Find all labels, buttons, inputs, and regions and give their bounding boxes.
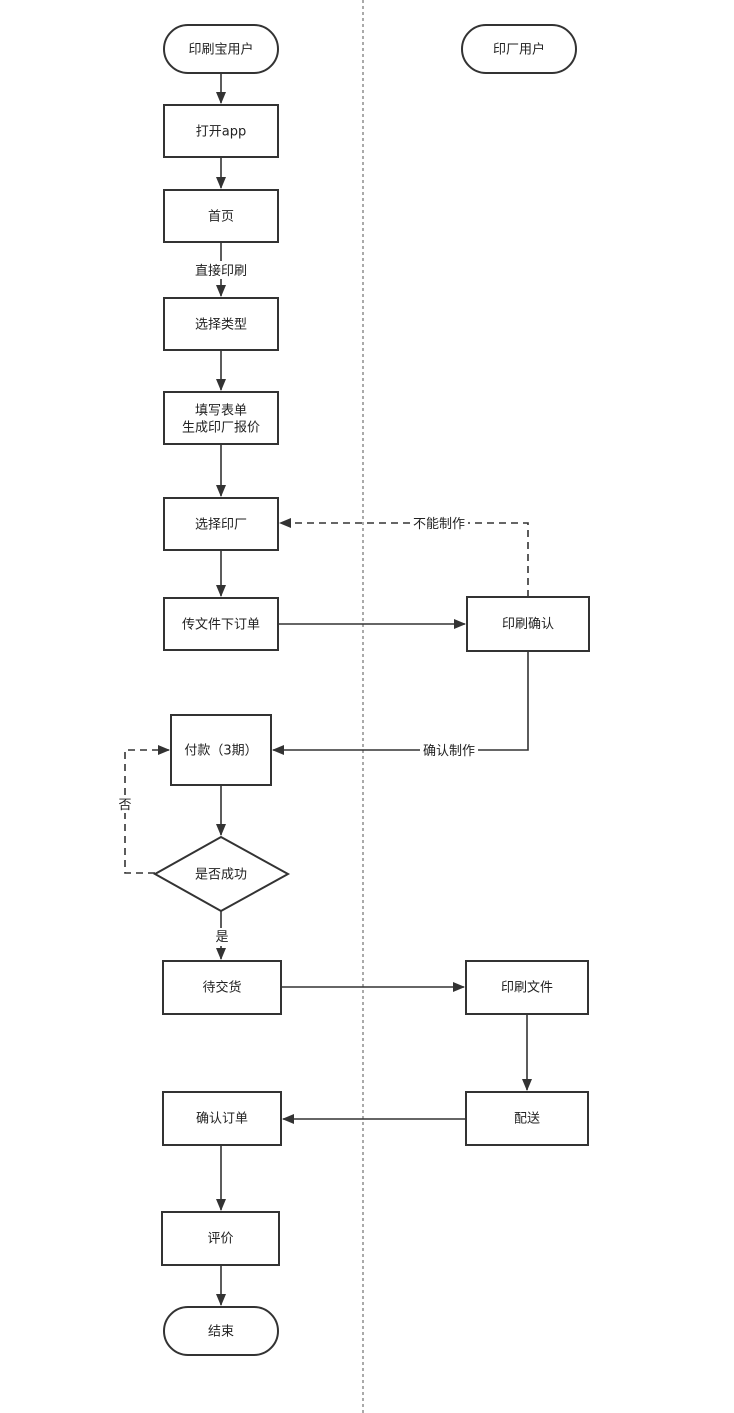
edge-label-direct-print-text: 直接印刷 bbox=[195, 263, 247, 279]
node-review-label: 评价 bbox=[207, 1232, 233, 1247]
edge-label-confirm-make: 确认制作 bbox=[420, 741, 478, 759]
edge-success-check-no-to-payment bbox=[124, 745, 170, 874]
edge-label-cannot-make-text: 不能制作 bbox=[413, 517, 465, 532]
node-print-confirm: 印刷确认 bbox=[466, 596, 590, 652]
edge-label-confirm-make-text: 确认制作 bbox=[423, 744, 475, 759]
node-confirm-order: 确认订单 bbox=[162, 1091, 282, 1146]
lane-header-right-label: 印厂用户 bbox=[493, 42, 545, 58]
node-delivery: 配送 bbox=[465, 1091, 589, 1146]
node-home-label: 首页 bbox=[208, 210, 234, 225]
lane-header-left: 印刷宝用户 bbox=[163, 24, 279, 74]
node-open-app-label: 打开app bbox=[196, 125, 246, 140]
node-choose-factory-label: 选择印厂 bbox=[195, 518, 247, 533]
node-end-label: 结束 bbox=[208, 1325, 234, 1340]
node-payment-label: 付款（3期） bbox=[184, 744, 257, 759]
node-payment: 付款（3期） bbox=[170, 714, 272, 786]
node-await-delivery-label: 待交货 bbox=[202, 980, 241, 996]
node-fill-form-label-line2: 生成印厂报价 bbox=[182, 421, 260, 436]
node-review: 评价 bbox=[161, 1211, 280, 1266]
node-upload-order: 传文件下订单 bbox=[163, 597, 279, 651]
edge-label-no-text: 否 bbox=[118, 798, 131, 813]
edge-print-confirm-to-payment bbox=[272, 651, 529, 755]
node-print-file: 印刷文件 bbox=[465, 960, 589, 1015]
node-await-delivery: 待交货 bbox=[162, 960, 282, 1015]
lane-header-left-label: 印刷宝用户 bbox=[188, 42, 253, 58]
edge-label-cannot-make: 不能制作 bbox=[410, 514, 468, 532]
node-home: 首页 bbox=[163, 189, 279, 243]
edge-label-no: 否 bbox=[117, 795, 133, 813]
node-delivery-label: 配送 bbox=[514, 1112, 540, 1127]
node-success-check: 是否成功 bbox=[152, 835, 291, 913]
node-open-app: 打开app bbox=[163, 104, 279, 158]
node-print-confirm-label: 印刷确认 bbox=[502, 617, 554, 632]
node-confirm-order-label: 确认订单 bbox=[196, 1112, 248, 1127]
edge-label-yes-text: 是 bbox=[215, 930, 228, 945]
edge-label-direct-print: 直接印刷 bbox=[191, 261, 251, 279]
node-fill-form-label-line1: 填写表单 bbox=[195, 404, 247, 419]
node-choose-factory: 选择印厂 bbox=[163, 497, 279, 551]
lane-header-right: 印厂用户 bbox=[461, 24, 577, 74]
node-end: 结束 bbox=[163, 1306, 279, 1356]
node-print-file-label: 印刷文件 bbox=[501, 981, 553, 996]
node-choose-type: 选择类型 bbox=[163, 297, 279, 351]
node-choose-type-label: 选择类型 bbox=[195, 318, 247, 333]
node-upload-order-label: 传文件下订单 bbox=[182, 618, 260, 633]
node-fill-form: 填写表单 生成印厂报价 bbox=[163, 391, 279, 445]
edge-label-yes: 是 bbox=[213, 928, 231, 946]
node-success-check-label: 是否成功 bbox=[195, 868, 247, 883]
edge-print-confirm-to-choose-factory bbox=[279, 518, 529, 597]
